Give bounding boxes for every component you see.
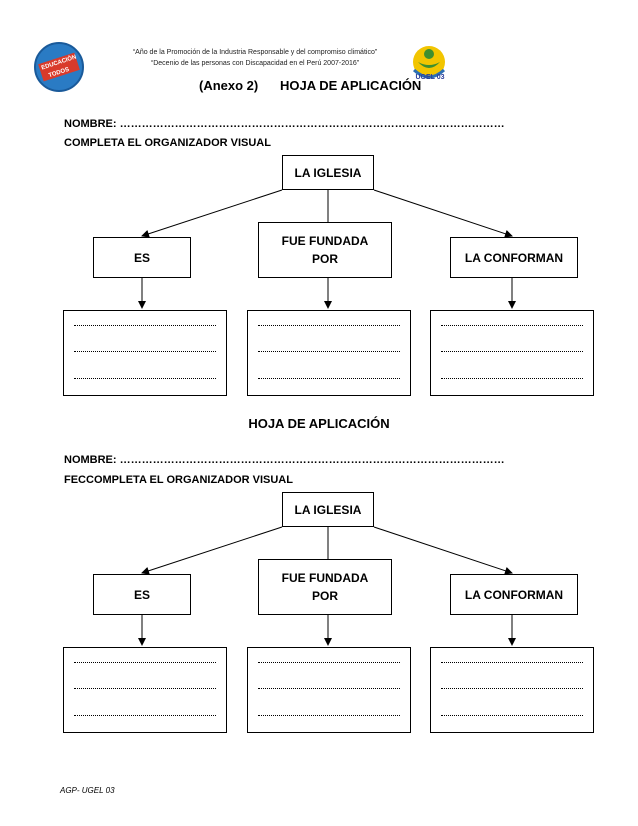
answer-box-es-2[interactable]: [63, 647, 227, 733]
branch-es: ES: [93, 237, 191, 278]
header-line-1: “Año de la Promoción de la Industria Res…: [132, 49, 378, 56]
branch-conforman: LA CONFORMAN: [450, 237, 578, 278]
root-node: LA IGLESIA: [282, 155, 374, 190]
logo-right: UGEL 03: [408, 40, 450, 88]
branch-conforman-2: LA CONFORMAN: [450, 574, 578, 615]
logo-left: EDUCACIÓN TODOS: [34, 42, 84, 92]
section1-name-line: NOMBRE: ………………………………………………………………………………………: [64, 118, 505, 130]
annex-label: (Anexo 2): [199, 78, 259, 93]
root-node-2: LA IGLESIA: [282, 492, 374, 527]
answer-box-conforman[interactable]: [430, 310, 594, 396]
answer-box-es[interactable]: [63, 310, 227, 396]
answer-box-conforman-2[interactable]: [430, 647, 594, 733]
section2-instruction: FECCOMPLETA EL ORGANIZADOR VISUAL: [64, 474, 293, 486]
answer-box-fundada[interactable]: [247, 310, 411, 396]
header-line-2: “Decenio de las personas con Discapacida…: [150, 60, 360, 67]
section2-title: HOJA DE APLICACIÓN: [248, 416, 390, 431]
section1-title: HOJA DE APLICACIÓN: [280, 78, 422, 93]
branch-es-2: ES: [93, 574, 191, 615]
answer-box-fundada-2[interactable]: [247, 647, 411, 733]
branch-fundada-2: FUE FUNDADA POR: [258, 559, 392, 615]
section2-name-line: NOMBRE: ………………………………………………………………………………………: [64, 454, 505, 466]
section1-instruction: COMPLETA EL ORGANIZADOR VISUAL: [64, 137, 271, 149]
branch-fundada: FUE FUNDADA POR: [258, 222, 392, 278]
logo-right-text: UGEL 03: [415, 74, 445, 81]
footer: AGP- UGEL 03: [60, 786, 115, 795]
